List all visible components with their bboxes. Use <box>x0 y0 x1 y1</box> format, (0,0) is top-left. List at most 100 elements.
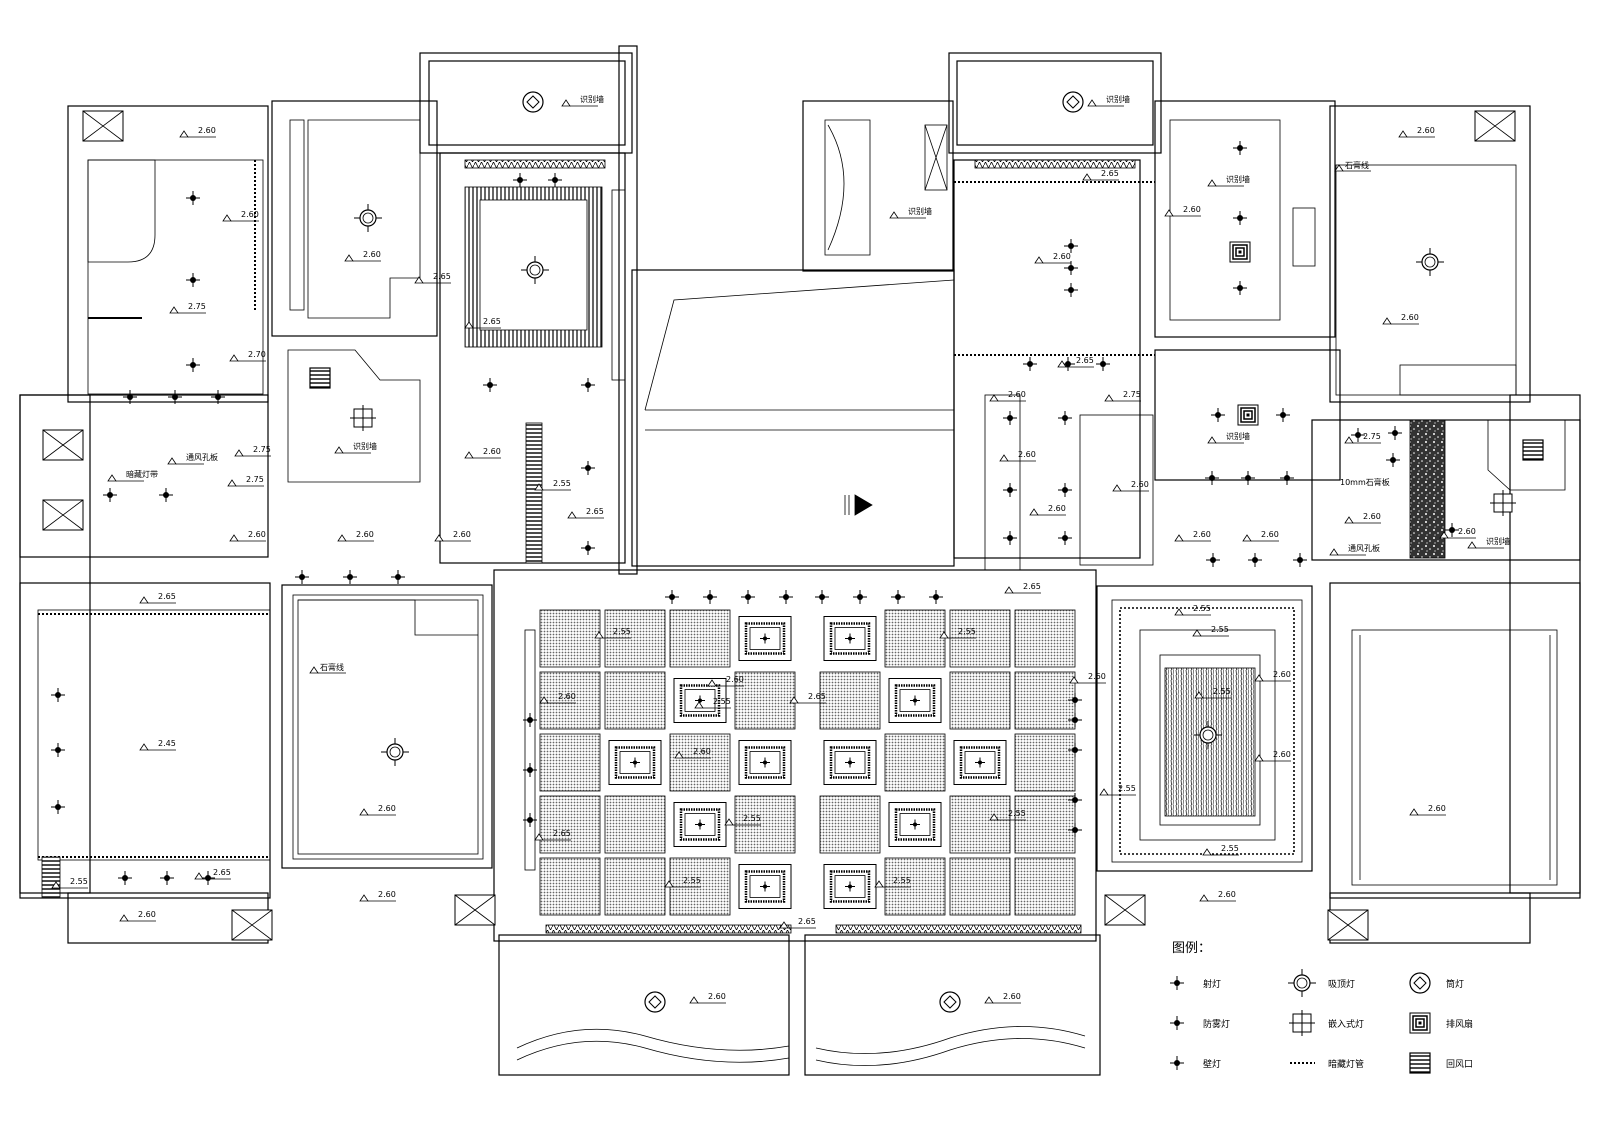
spot-light-icon <box>1022 356 1038 372</box>
spot-light-icon <box>1063 238 1079 254</box>
coffer-light <box>672 801 728 848</box>
svg-text:2.60: 2.60 <box>1417 126 1435 135</box>
svg-text:2.65: 2.65 <box>553 829 571 838</box>
svg-text:2.60: 2.60 <box>1261 530 1279 539</box>
ceiling-tile <box>1014 733 1076 792</box>
svg-text:2.55: 2.55 <box>893 876 911 885</box>
svg-text:壁灯: 壁灯 <box>1203 1058 1221 1070</box>
svg-text:2.65: 2.65 <box>808 692 826 701</box>
coffer-light <box>737 615 793 662</box>
legend-fan-icon <box>1409 1012 1431 1034</box>
svg-text:2.65: 2.65 <box>433 272 451 281</box>
svg-text:2.60: 2.60 <box>248 530 266 539</box>
coffer-light <box>607 739 663 786</box>
svg-text:2.65: 2.65 <box>1076 356 1094 365</box>
svg-text:2.60: 2.60 <box>356 530 374 539</box>
legend-round-lamp-icon <box>1409 972 1431 994</box>
svg-text:2.60: 2.60 <box>558 692 576 701</box>
svg-text:筒灯: 筒灯 <box>1446 978 1464 990</box>
svg-text:防雾灯: 防雾灯 <box>1203 1018 1230 1030</box>
svg-text:2.55: 2.55 <box>713 697 731 706</box>
spot-light-icon <box>928 589 944 605</box>
ceiling-tile <box>604 671 666 730</box>
legend-pendant-icon <box>1287 968 1317 998</box>
svg-text:2.60: 2.60 <box>1363 512 1381 521</box>
svg-text:2.60: 2.60 <box>1008 390 1026 399</box>
svg-text:回风口: 回风口 <box>1446 1059 1473 1070</box>
spot-light-icon <box>890 589 906 605</box>
ceiling-tile <box>669 857 731 916</box>
svg-text:2.60: 2.60 <box>198 126 216 135</box>
legend-spot-icon <box>1169 975 1185 991</box>
svg-text:2.75: 2.75 <box>253 445 271 454</box>
coffer-light <box>822 863 878 910</box>
ceiling-tile <box>884 733 946 792</box>
svg-text:2.55: 2.55 <box>1193 604 1211 613</box>
svg-text:2.60: 2.60 <box>1183 205 1201 214</box>
coffer-light <box>952 739 1008 786</box>
svg-text:2.60: 2.60 <box>1218 890 1236 899</box>
svg-text:2.65: 2.65 <box>1023 582 1041 591</box>
spot-light-icon <box>1095 356 1111 372</box>
spot-light-icon <box>512 172 528 188</box>
svg-text:2.55: 2.55 <box>613 627 631 636</box>
ceiling-tile <box>539 857 601 916</box>
legend: 图例： 射灯 防雾灯 壁灯 吸顶灯 嵌入式灯 暗藏灯管 筒灯 排风扇 回风口 <box>1169 941 1473 1074</box>
svg-text:2.55: 2.55 <box>1118 784 1136 793</box>
legend-wall-lamp-icon <box>1169 1055 1185 1071</box>
svg-text:2.55: 2.55 <box>553 479 571 488</box>
svg-text:2.60: 2.60 <box>483 447 501 456</box>
svg-text:2.60: 2.60 <box>1018 450 1036 459</box>
svg-text:2.60: 2.60 <box>1053 252 1071 261</box>
svg-text:射灯: 射灯 <box>1203 978 1221 990</box>
svg-text:2.65: 2.65 <box>586 507 604 516</box>
spot-light-icon <box>852 589 868 605</box>
fixtures <box>50 91 1544 1013</box>
svg-text:2.65: 2.65 <box>213 868 231 877</box>
ceiling-tile <box>734 671 796 730</box>
coffer-light <box>822 739 878 786</box>
svg-text:2.60: 2.60 <box>1048 504 1066 513</box>
svg-text:2.75: 2.75 <box>246 475 264 484</box>
svg-text:10mm石膏板: 10mm石膏板 <box>1340 477 1390 487</box>
spot-light-icon <box>814 589 830 605</box>
svg-text:2.65: 2.65 <box>158 592 176 601</box>
svg-text:2.60: 2.60 <box>378 890 396 899</box>
ceiling-tile <box>604 795 666 854</box>
ceiling-tile <box>669 609 731 668</box>
svg-text:2.60: 2.60 <box>1003 992 1021 1001</box>
svg-text:2.60: 2.60 <box>693 747 711 756</box>
svg-text:2.60: 2.60 <box>1088 672 1106 681</box>
ceiling-tile <box>1014 671 1076 730</box>
svg-text:2.55: 2.55 <box>1211 625 1229 634</box>
svg-text:识别墙: 识别墙 <box>1226 431 1250 441</box>
legend-vent-icon <box>1409 1052 1431 1074</box>
svg-text:2.60: 2.60 <box>1458 527 1476 536</box>
ceiling-tile <box>1014 609 1076 668</box>
svg-text:暗藏灯管: 暗藏灯管 <box>1328 1058 1364 1070</box>
elevation-marks: 2.60 2.60 2.75 2.70 2.60 2.65 2.65 识别墙 识… <box>51 94 1510 1004</box>
coffer-light <box>887 677 943 724</box>
svg-text:2.55: 2.55 <box>1221 844 1239 853</box>
spot-light-icon <box>1444 522 1460 538</box>
svg-text:2.55: 2.55 <box>743 814 761 823</box>
ceiling-tile <box>949 609 1011 668</box>
spot-light-icon <box>390 569 406 585</box>
ceiling-tile <box>949 857 1011 916</box>
spot-light-icon <box>664 589 680 605</box>
svg-text:2.65: 2.65 <box>1101 169 1119 178</box>
svg-text:2.60: 2.60 <box>1193 530 1211 539</box>
svg-text:2.55: 2.55 <box>683 876 701 885</box>
svg-text:石膏线: 石膏线 <box>1345 160 1369 170</box>
svg-text:2.60: 2.60 <box>708 992 726 1001</box>
svg-text:嵌入式灯: 嵌入式灯 <box>1328 1018 1364 1030</box>
spot-light-icon <box>1279 470 1295 486</box>
svg-text:2.55: 2.55 <box>958 627 976 636</box>
ceiling-tile <box>884 857 946 916</box>
ceiling-tile <box>949 795 1011 854</box>
svg-text:2.65: 2.65 <box>483 317 501 326</box>
legend-ceiling-lamp-icon <box>1169 1015 1185 1031</box>
svg-text:2.75: 2.75 <box>1123 390 1141 399</box>
spot-light-icon <box>1240 470 1256 486</box>
